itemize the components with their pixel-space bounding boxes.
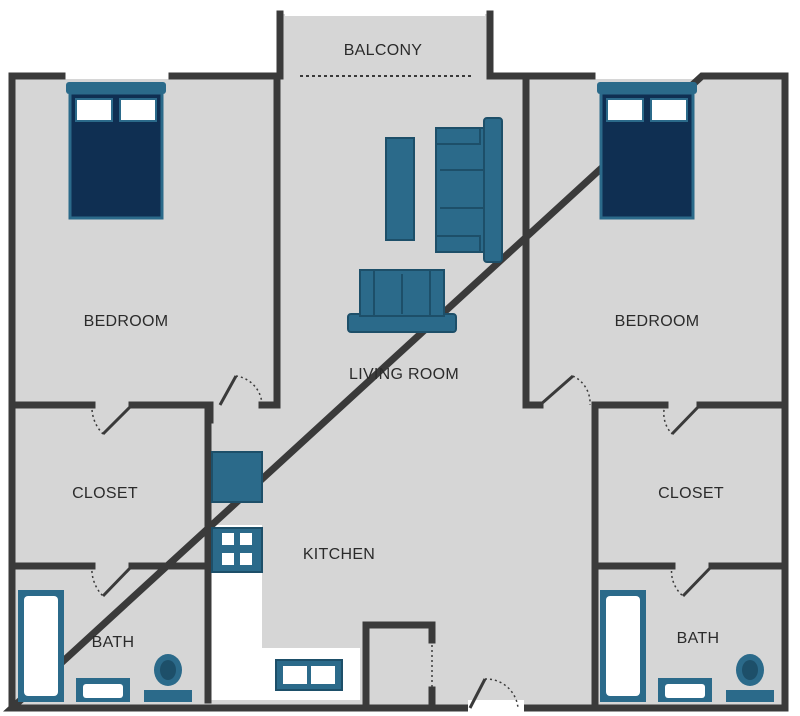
balcony-window — [285, 11, 485, 16]
loveseat-icon — [347, 269, 457, 333]
doors — [91, 374, 714, 716]
kitchen-label: KITCHEN — [303, 546, 375, 563]
walls — [2, 10, 789, 712]
balcony-floor — [280, 14, 490, 76]
toilet-icon — [726, 654, 774, 702]
bath-left-label: BATH — [92, 634, 135, 651]
window-right — [592, 72, 702, 79]
tv-stand-icon — [385, 137, 415, 241]
sink-icon — [275, 659, 343, 691]
bath-right-label: BATH — [677, 630, 720, 647]
living-room-label: LIVING ROOM — [349, 366, 459, 383]
closet-right-label: CLOSET — [658, 485, 724, 502]
window-left — [62, 72, 172, 79]
sink-icon — [76, 678, 130, 702]
toilet-icon — [144, 654, 192, 702]
closet-left-label: CLOSET — [72, 485, 138, 502]
fridge-icon — [211, 451, 263, 503]
bed-icon — [66, 82, 166, 220]
bathtub-icon — [600, 590, 646, 702]
balcony-label: BALCONY — [344, 42, 423, 59]
bedroom-right-label: BEDROOM — [615, 313, 700, 330]
bed-icon — [597, 82, 697, 220]
bedroom-left-label: BEDROOM — [84, 313, 169, 330]
sofa-icon — [435, 117, 503, 263]
stove-icon — [211, 527, 263, 573]
bathtub-icon — [18, 590, 64, 702]
sink-icon — [658, 678, 712, 702]
